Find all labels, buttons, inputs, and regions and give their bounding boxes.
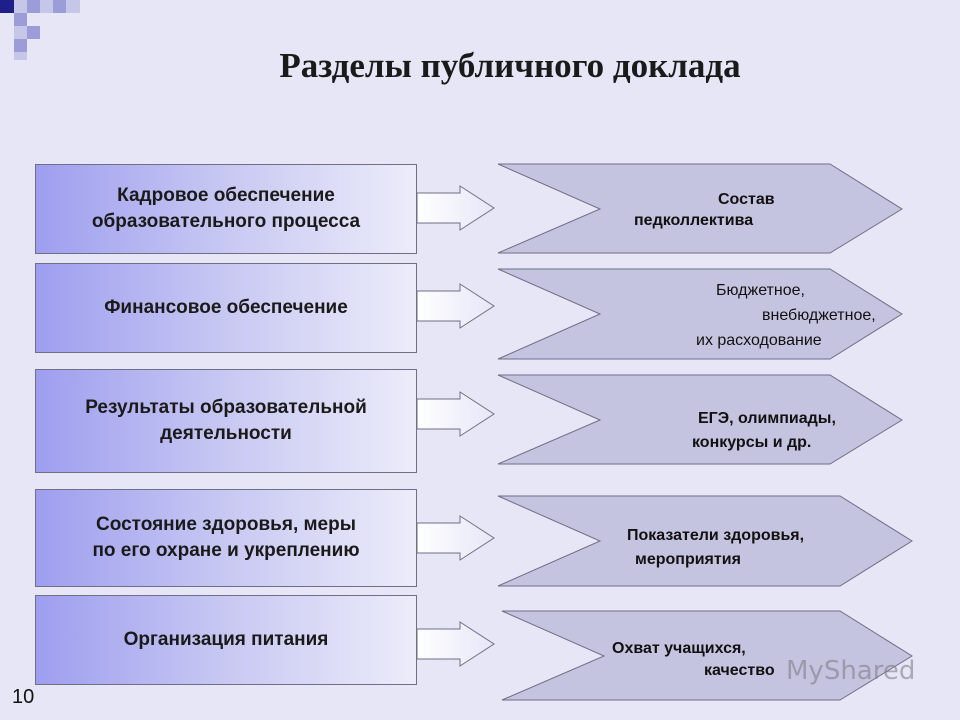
detail-line-4b: мероприятия bbox=[635, 551, 741, 568]
detail-line-2b: внебюджетное, bbox=[762, 307, 876, 324]
detail-line-3a: ЕГЭ, олимпиады, bbox=[698, 410, 836, 427]
page-title: Разделы публичного доклада bbox=[279, 46, 741, 85]
detail-line-1b: педколлектива bbox=[634, 212, 754, 229]
detail-line-5b: качество bbox=[704, 662, 775, 679]
connector-arrow-5 bbox=[416, 621, 495, 667]
corner-decoration bbox=[0, 0, 80, 60]
section-box-1: Кадровое обеспечение образовательного пр… bbox=[35, 164, 417, 254]
connector-arrow-4 bbox=[416, 515, 495, 561]
chevron-1 bbox=[497, 163, 903, 254]
section-label-1: Кадровое обеспечение образовательного пр… bbox=[91, 185, 361, 232]
detail-line-4a: Показатели здоровья, bbox=[627, 527, 805, 544]
section-label-3: Результаты образовательной деятельности bbox=[85, 397, 367, 444]
chevron-3 bbox=[497, 374, 903, 465]
section-box-5: Организация питания bbox=[35, 595, 417, 685]
connector-arrow-1 bbox=[416, 185, 495, 231]
section-label-4: Состояние здоровья, меры по его охране и… bbox=[92, 514, 360, 561]
connector-arrow-3 bbox=[416, 391, 495, 437]
watermark: MyShared bbox=[786, 656, 916, 686]
chevron-5 bbox=[501, 610, 913, 701]
detail-line-2c: их расходование bbox=[696, 332, 822, 349]
chevron-4 bbox=[497, 495, 913, 587]
section-box-3: Результаты образовательной деятельности bbox=[35, 369, 417, 473]
page-number: 10 bbox=[12, 686, 35, 708]
section-box-2: Финансовое обеспечение bbox=[35, 263, 417, 353]
section-box-4: Состояние здоровья, меры по его охране и… bbox=[35, 489, 417, 587]
detail-line-2a: Бюджетное, bbox=[716, 282, 805, 299]
detail-line-1a: Состав bbox=[718, 191, 775, 208]
connector-arrow-2 bbox=[416, 283, 495, 329]
section-label-5: Организация питания bbox=[123, 629, 329, 651]
chevron-2 bbox=[497, 268, 903, 360]
section-label-2: Финансовое обеспечение bbox=[104, 297, 348, 319]
detail-line-5a: Охват учащихся, bbox=[612, 640, 746, 657]
detail-line-3b: конкурсы и др. bbox=[692, 434, 812, 451]
